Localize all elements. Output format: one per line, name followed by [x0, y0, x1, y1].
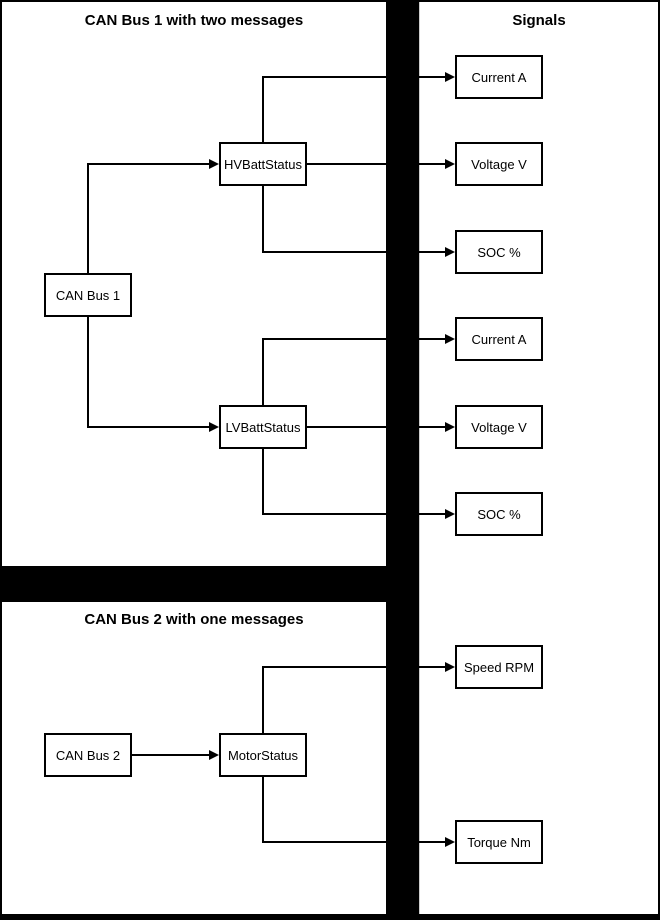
edge-canbus1-lvbatt-horizontal — [87, 426, 209, 428]
edge-lvbatt-soc-horizontal — [262, 513, 445, 515]
edge-hvbatt-current-vertical — [262, 76, 264, 143]
arrowhead-hvbatt-soc — [445, 247, 455, 257]
panel-signals: Signals — [419, 2, 658, 914]
edge-hvbatt-voltage-horizontal — [307, 163, 445, 165]
node-signal-lv-soc: SOC % — [455, 492, 543, 536]
node-signal-hv-soc: SOC % — [455, 230, 543, 274]
panel-can-bus-1-title: CAN Bus 1 with two messages — [84, 12, 304, 29]
edge-lvbatt-current-vertical — [262, 338, 264, 406]
arrowhead-lvbatt-current — [445, 334, 455, 344]
arrowhead-hvbatt-voltage — [445, 159, 455, 169]
edge-lvbatt-soc-vertical — [262, 449, 264, 515]
arrowhead-canbus2-motor — [209, 750, 219, 760]
edge-motor-speed-horizontal — [262, 666, 445, 668]
node-can-bus-2: CAN Bus 2 — [44, 733, 132, 777]
node-signal-hv-current-a: Current A — [455, 55, 543, 99]
edge-canbus1-hvbatt-horizontal — [87, 163, 209, 165]
edge-motor-torque-vertical — [262, 777, 264, 843]
node-signal-hv-voltage-v: Voltage V — [455, 142, 543, 186]
arrowhead-canbus1-hvbatt — [209, 159, 219, 169]
node-signal-torque-nm: Torque Nm — [455, 820, 543, 864]
arrowhead-lvbatt-voltage — [445, 422, 455, 432]
edge-lvbatt-voltage-horizontal — [307, 426, 445, 428]
edge-canbus1-lvbatt-vertical — [87, 317, 89, 428]
node-signal-lv-current-a: Current A — [455, 317, 543, 361]
arrowhead-canbus1-lvbatt — [209, 422, 219, 432]
node-signal-lv-voltage-v: Voltage V — [455, 405, 543, 449]
node-hv-batt-status: HVBattStatus — [219, 142, 307, 186]
panel-can-bus-2-title: CAN Bus 2 with one messages — [84, 611, 304, 628]
arrowhead-hvbatt-current — [445, 72, 455, 82]
arrowhead-motor-torque — [445, 837, 455, 847]
edge-hvbatt-soc-vertical — [262, 186, 264, 253]
edge-hvbatt-soc-horizontal — [262, 251, 445, 253]
node-lv-batt-status: LVBattStatus — [219, 405, 307, 449]
edge-lvbatt-current-horizontal — [262, 338, 445, 340]
node-can-bus-1: CAN Bus 1 — [44, 273, 132, 317]
node-signal-speed-rpm: Speed RPM — [455, 645, 543, 689]
edge-motor-torque-horizontal — [262, 841, 445, 843]
edge-hvbatt-current-horizontal — [262, 76, 445, 78]
arrowhead-lvbatt-soc — [445, 509, 455, 519]
node-motor-status: MotorStatus — [219, 733, 307, 777]
panel-signals-title: Signals — [512, 12, 566, 29]
edge-canbus1-hvbatt-vertical — [87, 163, 89, 274]
edge-canbus2-motor-horizontal — [132, 754, 209, 756]
edge-motor-speed-vertical — [262, 666, 264, 734]
arrowhead-motor-speed — [445, 662, 455, 672]
